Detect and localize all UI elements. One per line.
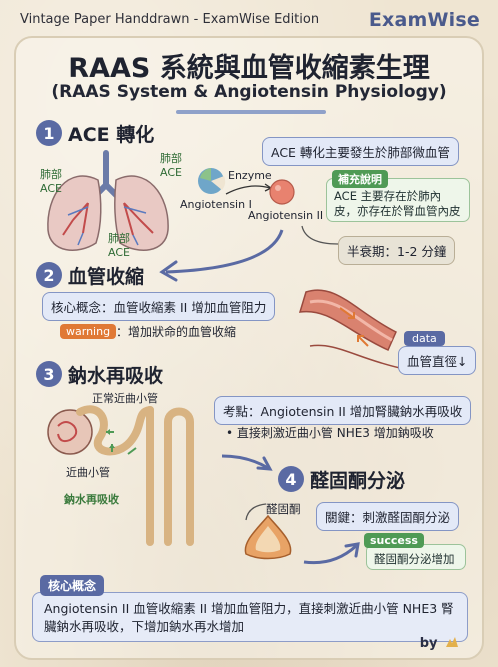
blood-vessel-illustration bbox=[298, 289, 401, 369]
success-tag: success bbox=[364, 533, 424, 548]
section1-note-text: ACE 主要存在於肺內皮，亦存在於腎血管內皮 bbox=[334, 189, 461, 218]
gland-label: 醛固酮 bbox=[266, 502, 301, 516]
arrow-gland-icon bbox=[245, 503, 267, 521]
arrow-to-success-icon bbox=[303, 542, 360, 565]
footer-by-text: by bbox=[419, 636, 438, 651]
core-concept-box bbox=[32, 592, 468, 642]
section1-keypoint-box: ACE 轉化主要發生於肺部微血管 bbox=[262, 137, 459, 166]
page-title: RAAS 系統與血管收縮素生理 bbox=[68, 53, 430, 84]
arrow-to-halflife-icon bbox=[301, 225, 339, 245]
adrenal-gland-illustration bbox=[244, 514, 292, 560]
half-life-box: 半衰期：1-2 分鐘 bbox=[338, 236, 456, 265]
hand-logo-icon bbox=[446, 637, 458, 647]
reabsorb-label: 鈉水再吸收 bbox=[64, 493, 119, 506]
warning-tag: warning bbox=[60, 324, 117, 339]
brand-logo: ExamWise bbox=[368, 9, 480, 31]
section2-number: 2 bbox=[36, 262, 62, 288]
section1-title: ACE 轉化 bbox=[68, 124, 155, 146]
page-subtitle: (RAAS System & Angiotensin Physiology) bbox=[51, 82, 447, 102]
enzyme-label: Enzyme bbox=[228, 169, 272, 182]
pct-label: 正常近曲小管 bbox=[92, 392, 158, 405]
tubule-label: 近曲小管 bbox=[66, 466, 110, 479]
section1-note-box: ACE 主要存在於肺內皮，亦存在於腎血管內皮 bbox=[326, 178, 470, 222]
data-box: 血管直徑↓ bbox=[398, 346, 477, 375]
title-underline bbox=[176, 110, 326, 114]
arrow-enzyme-icon bbox=[225, 183, 273, 195]
lung-ace-label-bottom: 肺部 ACE bbox=[108, 232, 130, 259]
section3-key-box: 考點：Angiotensin II 增加腎臟鈉水再吸收 bbox=[214, 396, 472, 425]
section4-number: 4 bbox=[278, 466, 304, 492]
data-tag: data bbox=[404, 331, 445, 346]
section4-key-box: 關鍵：刺激醛固酮分泌 bbox=[316, 502, 460, 531]
edition-label: Vintage Paper Handdrawn - ExamWise Editi… bbox=[20, 12, 320, 27]
angiotensin-1-label: Angiotensin I bbox=[180, 198, 252, 211]
success-text: 醛固酮分泌增加 bbox=[374, 552, 455, 566]
core-concept-text: Angiotensin II 血管收縮素 II 增加血管阻力，直接刺激近曲小管 … bbox=[44, 601, 454, 634]
lung-ace-label-left: 肺部 ACE bbox=[40, 168, 62, 195]
enzyme-icon bbox=[198, 168, 226, 194]
section1-note-tag: 補充說明 bbox=[332, 170, 388, 188]
warning-text: ：增加狀命的血管收縮 bbox=[116, 325, 237, 339]
section3-number: 3 bbox=[36, 361, 62, 387]
lungs-illustration bbox=[47, 150, 169, 251]
arrow-to-section4-icon bbox=[221, 454, 273, 471]
section3-bullet: • 直接刺激近曲小管 NHE3 增加鈉吸收 bbox=[226, 426, 434, 440]
footer-by: by bbox=[420, 633, 458, 651]
lung-ace-label-right: 肺部 ACE bbox=[160, 152, 182, 179]
section3-title: 鈉水再吸收 bbox=[68, 365, 164, 387]
nephron-illustration bbox=[47, 405, 194, 546]
arrow-to-section2-icon bbox=[159, 229, 284, 282]
angiotensin-2-label: Angiotensin II bbox=[248, 209, 324, 222]
section2-title: 血管收縮 bbox=[68, 266, 145, 288]
section1-number: 1 bbox=[36, 120, 62, 146]
section4-title: 醛固酮分泌 bbox=[310, 470, 406, 492]
section2-core-box: 核心概念：血管收縮素 II 增加血管阻力 bbox=[42, 292, 276, 321]
section3-bullet-text: 直接刺激近曲小管 NHE3 增加鈉吸收 bbox=[236, 426, 434, 440]
core-concept-tag: 核心概念 bbox=[40, 575, 105, 596]
angiotensin-2-sphere-icon bbox=[269, 179, 295, 205]
